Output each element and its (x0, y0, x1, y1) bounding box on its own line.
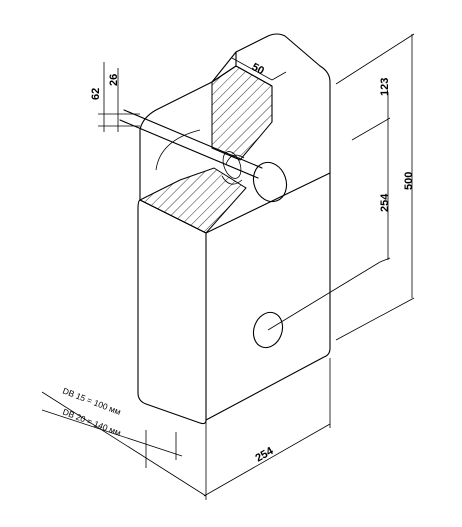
dimension-lines (41, 33, 415, 500)
hole-centerline (267, 261, 381, 331)
block-body (137, 33, 331, 425)
front-face (137, 199, 207, 425)
bolt-washer (221, 154, 245, 185)
bolt-ring (222, 151, 242, 179)
bolt-head (252, 161, 288, 203)
right-face (205, 172, 331, 421)
top-surface-curve (155, 129, 201, 171)
top-right-edge (235, 33, 331, 174)
bolt-shaft (119, 109, 263, 179)
notch-edges (211, 51, 273, 123)
dim-vertical-inner: 26 (108, 74, 120, 86)
dim-top-offset: 123 (379, 78, 391, 96)
bolt (119, 109, 288, 203)
dim-vertical-outer: 62 (90, 88, 102, 100)
lower-hole (252, 261, 381, 349)
hole-outline (252, 311, 284, 349)
dim-total-height: 500 (403, 172, 415, 190)
front-section (138, 167, 247, 234)
dim-hole-spacing: 254 (379, 193, 391, 212)
dim-notch-width: 50 (250, 61, 266, 77)
notch-section (211, 65, 273, 161)
